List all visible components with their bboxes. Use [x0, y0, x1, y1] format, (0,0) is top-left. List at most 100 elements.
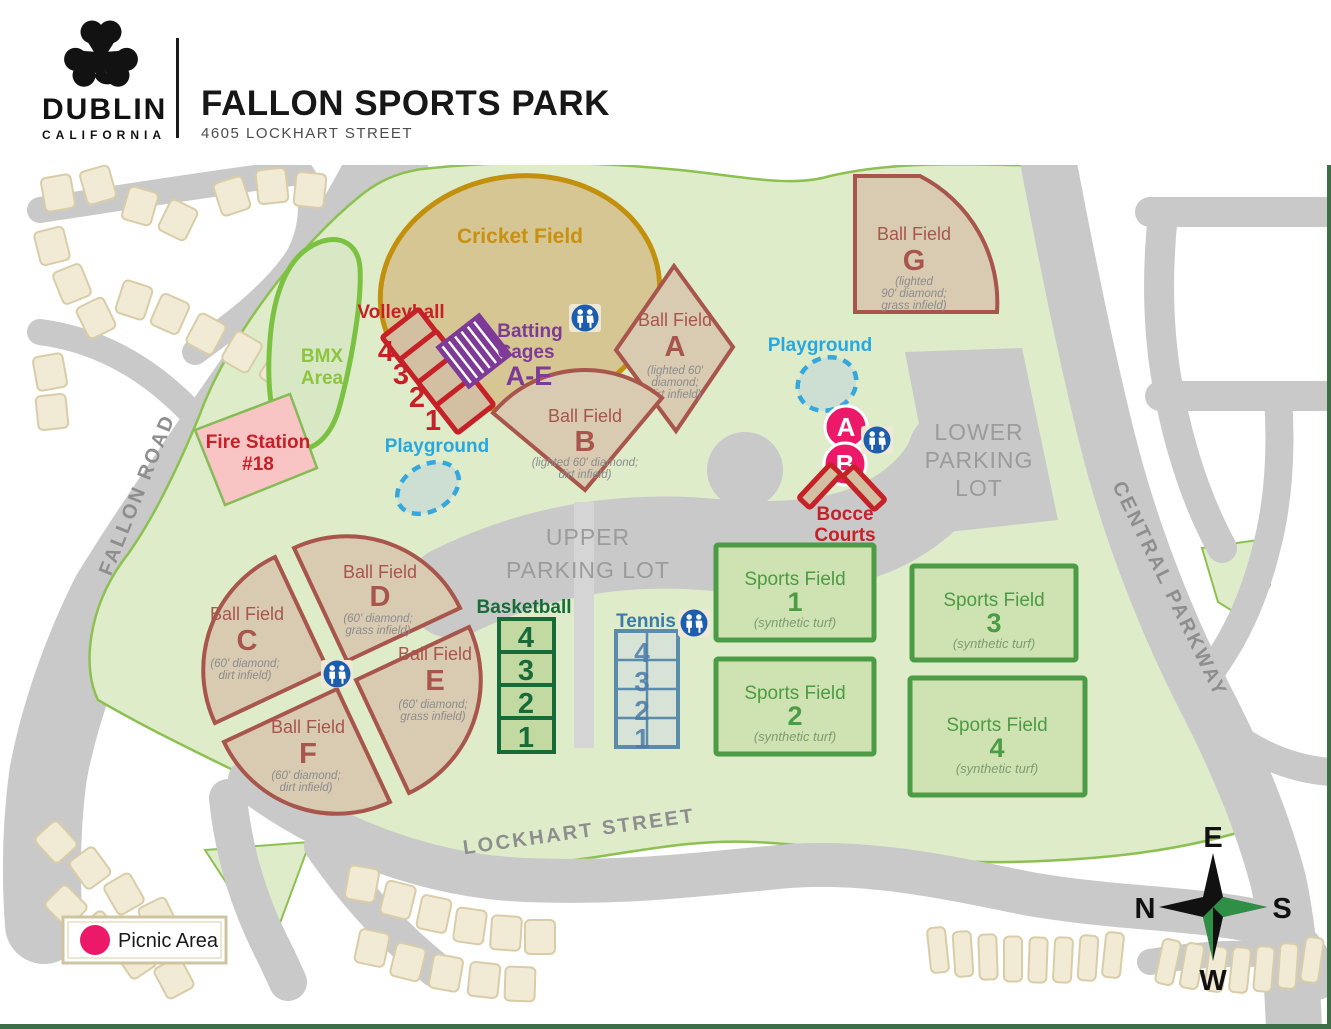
house	[1276, 942, 1300, 990]
ball-field-d-desc: (60' diamond;	[343, 613, 412, 625]
restroom-icon	[321, 660, 353, 688]
road-grid-5	[1172, 674, 1331, 786]
sports-field-2-number: 2	[787, 701, 802, 731]
house	[292, 171, 328, 209]
tennis-courts: Tennis 4 3 2 1	[614, 611, 680, 754]
ball-field-b-desc: dirt infield)	[558, 469, 611, 481]
ball-field-a-desc: (lighted 60'	[647, 365, 704, 377]
basketball-courts: Basketball 4 3 2 1	[476, 597, 572, 754]
house	[1101, 931, 1125, 979]
playground-west: Playground	[385, 436, 490, 517]
page-subtitle: 4605 LOCKHART STREET	[201, 125, 414, 142]
compass-west: W	[1199, 965, 1227, 997]
house	[1228, 946, 1252, 994]
sports-field-2: Sports Field 2 (synthetic turf)	[713, 656, 877, 757]
sports-field-1: Sports Field 1 (synthetic turf)	[713, 542, 877, 643]
road-central-parkway	[1020, 132, 1322, 1029]
sports-field-4-label: Sports Field	[946, 715, 1047, 736]
sports-field-4-number: 4	[989, 733, 1004, 763]
page-border-bottom	[0, 1024, 1331, 1029]
house	[489, 914, 523, 952]
playground-label: Playground	[385, 436, 490, 457]
basketball-court-1: 1	[518, 722, 534, 754]
sports-field-3-label: Sports Field	[943, 590, 1044, 611]
tennis-court-2: 2	[634, 695, 650, 726]
playground-label: Playground	[768, 335, 873, 356]
road-branch-1	[209, 779, 307, 1001]
basketball-court-4: 4	[518, 622, 534, 654]
compass-rose: E N S W	[1135, 822, 1292, 997]
house	[353, 928, 391, 968]
house	[452, 906, 488, 946]
batting-cages-label-1: Batting	[497, 321, 562, 342]
house	[221, 330, 263, 374]
ball-field-a-letter: A	[665, 331, 686, 363]
header-divider	[176, 38, 179, 138]
compass-south: S	[1272, 893, 1291, 925]
ball-field-e-desc: grass infield)	[400, 711, 465, 723]
lower-parking-label-1: LOWER	[934, 419, 1023, 445]
fire-station-label-2: #18	[242, 454, 274, 475]
ball-field-g: Ball Field G (lighted 90' diamond; grass…	[853, 174, 1000, 314]
house	[1076, 934, 1100, 982]
basketball-court-3: 3	[518, 655, 534, 687]
ball-field-g-desc: grass infield)	[881, 300, 946, 312]
basketball-label: Basketball	[476, 597, 571, 618]
logo-state-text: CALIFORNIA	[42, 128, 166, 142]
house	[1052, 936, 1074, 984]
batting-cages-label-3: A-E	[506, 361, 553, 391]
basketball-court-2: 2	[518, 688, 534, 720]
house	[415, 894, 453, 934]
page-title: FALLON SPORTS PARK	[201, 84, 610, 123]
ball-field-b-label: Ball Field	[548, 406, 622, 426]
house	[114, 279, 154, 321]
tennis-court-3: 3	[634, 666, 650, 697]
ball-field-g-letter: G	[903, 245, 926, 277]
house	[32, 352, 68, 392]
house	[185, 312, 227, 356]
sports-field-4: Sports Field 4 (synthetic turf)	[907, 675, 1088, 798]
ball-field-b-desc: (lighted 60' diamond;	[532, 457, 638, 469]
ball-field-a: Ball Field A (lighted 60' diamond; dirt …	[613, 262, 736, 435]
house	[52, 263, 92, 305]
cricket-field-label: Cricket Field	[457, 225, 583, 248]
logo-city-text: DUBLIN	[42, 93, 168, 126]
house	[212, 175, 252, 217]
sports-field-1-label: Sports Field	[744, 569, 845, 590]
upper-parking-label-2: PARKING LOT	[506, 557, 670, 583]
ball-field-e-label: Ball Field	[398, 644, 472, 664]
sports-field-3: Sports Field 3 (synthetic turf)	[909, 563, 1079, 663]
batting-cages-label-2: Cages	[497, 342, 554, 363]
picnic-legend-swatch	[80, 925, 110, 955]
ball-field-f-desc: dirt infield)	[279, 782, 332, 794]
lower-parking-label-2: PARKING	[925, 447, 1034, 473]
road-lockhart	[228, 758, 1331, 1000]
ball-field-c-desc: (60' diamond;	[210, 658, 279, 670]
picnic-spot-a-letter: A	[837, 412, 856, 442]
house	[103, 872, 145, 916]
ball-field-f-letter: F	[299, 738, 317, 770]
bocce-label-2: Courts	[814, 525, 875, 546]
bocce-court-2	[841, 464, 887, 512]
house	[40, 173, 76, 213]
compass-east: E	[1203, 822, 1222, 854]
house	[344, 864, 380, 904]
playground-east: Playground	[768, 335, 873, 414]
house	[926, 926, 950, 974]
upper-parking-label-1: UPPER	[546, 524, 630, 550]
house	[33, 225, 71, 267]
restroom-icon	[678, 609, 710, 637]
house	[951, 930, 975, 978]
house	[389, 941, 427, 983]
house	[524, 919, 556, 955]
house	[157, 198, 199, 242]
ball-field-c-desc: dirt infield)	[218, 670, 271, 682]
bmx-label-2: Area	[301, 368, 344, 389]
ball-field-c: Ball Field C (60' diamond; dirt infield)	[201, 554, 331, 726]
house	[379, 879, 417, 921]
ball-field-g-label: Ball Field	[877, 224, 951, 244]
sports-field-1-surface: (synthetic turf)	[754, 615, 836, 630]
bocce-label-1: Bocce	[816, 504, 873, 525]
house	[1154, 938, 1182, 986]
